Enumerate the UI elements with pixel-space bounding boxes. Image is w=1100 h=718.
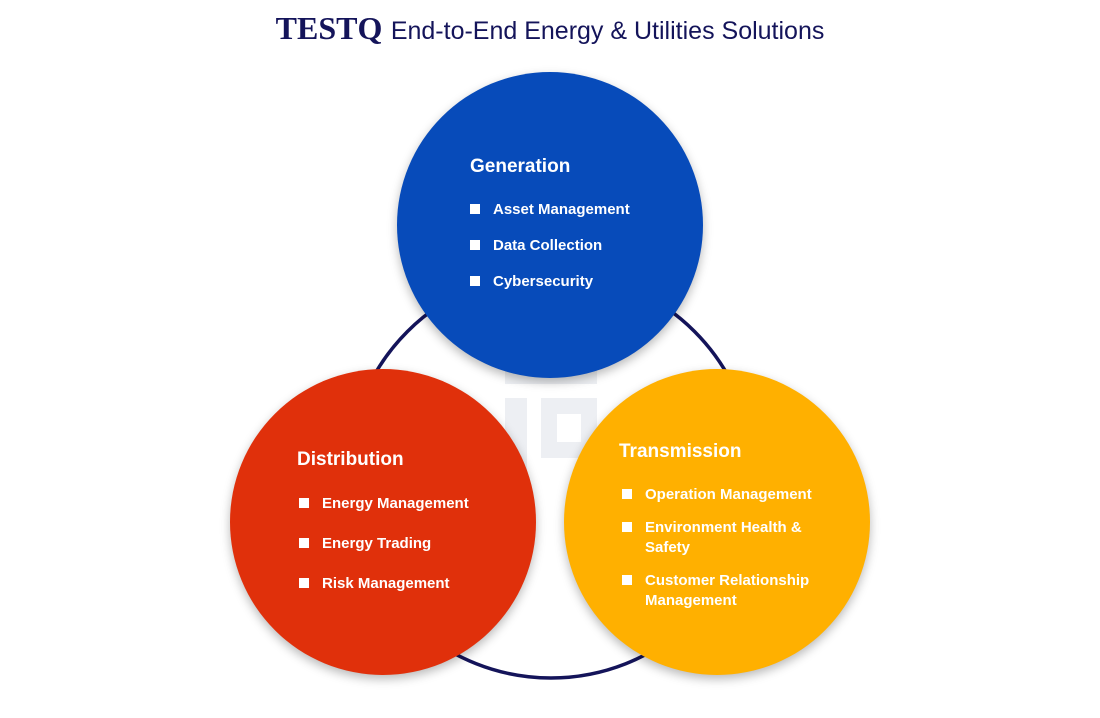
transmission-title: Transmission <box>619 441 742 462</box>
list-item-label: Asset Management <box>493 201 630 218</box>
distribution-circle: Distribution Energy Management Energy Tr… <box>230 369 536 675</box>
square-bullet-icon <box>622 575 632 585</box>
list-item-label: Operation Management <box>645 486 812 503</box>
generation-list: Asset Management Data Collection Cyberse… <box>470 200 670 308</box>
list-item: Operation Management <box>622 485 822 505</box>
list-item: Risk Management <box>299 574 509 594</box>
transmission-circle: Transmission Operation Management Enviro… <box>564 369 870 675</box>
square-bullet-icon <box>299 578 309 588</box>
square-bullet-icon <box>470 240 480 250</box>
generation-title: Generation <box>470 156 571 177</box>
diagram-title: TESTQ End-to-End Energy & Utilities Solu… <box>0 10 1100 47</box>
list-item-label: Environment Health & Safety <box>645 519 802 556</box>
list-item-label: Risk Management <box>322 575 450 592</box>
square-bullet-icon <box>299 538 309 548</box>
distribution-title: Distribution <box>297 449 404 470</box>
transmission-list: Operation Management Environment Health … <box>622 485 822 624</box>
square-bullet-icon <box>622 489 632 499</box>
distribution-list: Energy Management Energy Trading Risk Ma… <box>299 494 509 614</box>
square-bullet-icon <box>470 276 480 286</box>
list-item: Data Collection <box>470 236 670 256</box>
list-item: Energy Trading <box>299 534 509 554</box>
list-item-label: Energy Trading <box>322 535 432 552</box>
brand-logo: TESTQ <box>275 10 383 46</box>
list-item-label: Energy Management <box>322 495 469 512</box>
list-item-label: Data Collection <box>493 237 603 254</box>
square-bullet-icon <box>470 204 480 214</box>
generation-circle: Generation Asset Management Data Collect… <box>397 72 703 378</box>
list-item: Environment Health & Safety <box>622 518 822 558</box>
list-item-label: Cybersecurity <box>493 273 594 290</box>
title-text: End-to-End Energy & Utilities Solutions <box>390 17 825 45</box>
square-bullet-icon <box>622 522 632 532</box>
list-item: Cybersecurity <box>470 272 670 292</box>
list-item: Energy Management <box>299 494 509 514</box>
list-item: Customer Relationship Management <box>622 571 822 611</box>
square-bullet-icon <box>299 498 309 508</box>
list-item: Asset Management <box>470 200 670 220</box>
list-item-label: Customer Relationship Management <box>645 572 810 609</box>
